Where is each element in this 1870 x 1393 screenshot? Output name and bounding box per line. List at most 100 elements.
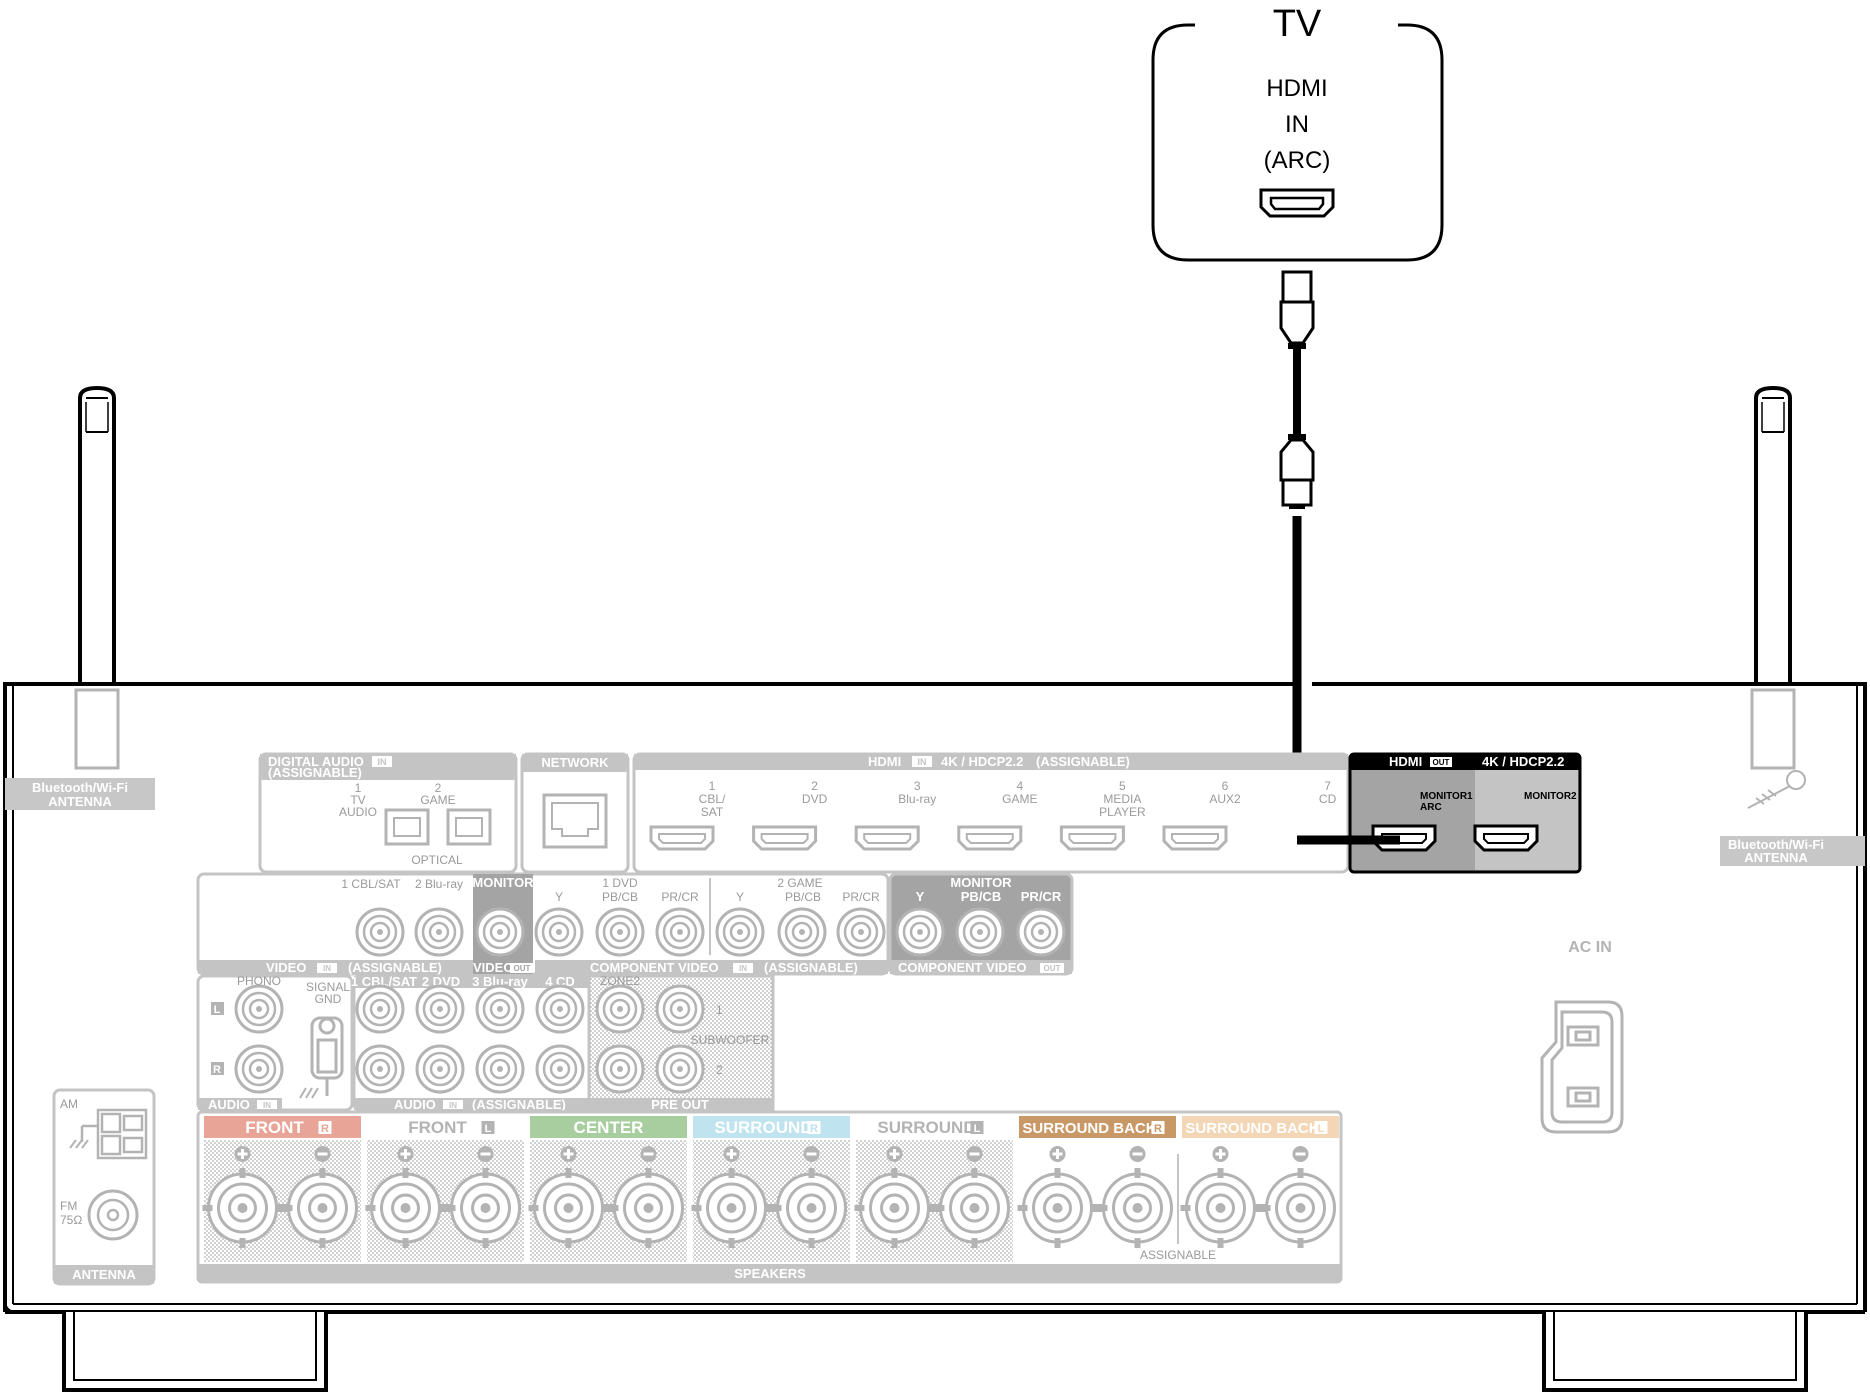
minus-icon — [1129, 1146, 1146, 1162]
digital-audio-panel: DIGITAL AUDIO IN IN (ASSIGNABLE) 1 TV AU… — [258, 752, 518, 874]
hdmi-in-jack[interactable] — [854, 825, 920, 851]
right-foot — [1542, 1312, 1808, 1392]
audio-in-4-r-jack[interactable] — [535, 1044, 585, 1094]
comp1-pb-jack[interactable] — [595, 907, 645, 957]
subwoofer-2-jack[interactable] — [655, 1044, 705, 1094]
component-out-footer: COMPONENT VIDEO — [898, 960, 1027, 975]
comp2-pr-jack[interactable] — [836, 907, 886, 957]
speaker-group-name: SURROUND BACK — [1185, 1120, 1319, 1137]
comp-out-pb-jack[interactable] — [955, 907, 1005, 957]
audio-in-2-r-jack[interactable] — [415, 1044, 465, 1094]
phono-r-label: R — [213, 1064, 221, 1076]
component-out-badge: OUT — [1044, 964, 1061, 973]
video-in-2-jack[interactable] — [414, 907, 464, 957]
left-foot — [62, 1312, 328, 1392]
hdmi-out-monitor2-port[interactable] — [1473, 824, 1539, 852]
hdmi-in-jack[interactable] — [1059, 825, 1125, 851]
phono-r-jack[interactable] — [234, 1044, 284, 1094]
subwoofer-2-label: 2 — [716, 1063, 723, 1077]
phono-l-jack[interactable] — [234, 984, 284, 1034]
comp-out-pr-jack[interactable] — [1016, 907, 1066, 957]
minus-icon — [477, 1146, 494, 1162]
component-out-panel: MONITOR Y PB/CB PR/CR COMPONENT VIDEO OU… — [888, 872, 1074, 976]
hdmi-in-port-label: AUX2 — [1209, 792, 1241, 806]
ac-inlet[interactable] — [1540, 1000, 1624, 1134]
video-panel: VIDEO IN (ASSIGNABLE) 1 CBL/SAT 2 Blu-ra… — [196, 872, 890, 976]
hdmi-in-jack[interactable] — [1162, 825, 1228, 851]
component-group-2: 2 GAME — [777, 876, 822, 890]
video-in-1-label: 1 CBL/SAT — [341, 877, 401, 891]
ethernet-port[interactable] — [542, 793, 608, 849]
plus-icon — [1212, 1146, 1229, 1162]
audio-assign-footer: AUDIO — [394, 1097, 436, 1112]
speaker-channel-letter: L — [485, 1123, 492, 1135]
subwoofer-1-jack[interactable] — [595, 1044, 645, 1094]
speaker-channel-letter: R — [810, 1123, 818, 1135]
comp-out-pr-label: PR/CR — [1021, 889, 1062, 904]
am-terminal[interactable] — [69, 1108, 148, 1160]
audio-in-3-label: 3 Blu-ray — [472, 974, 528, 989]
phono-label: PHONO — [237, 974, 281, 988]
fm-ohm-label: 75Ω — [60, 1213, 82, 1227]
signal-gnd-terminal[interactable] — [299, 1016, 344, 1099]
video-out-jack[interactable] — [475, 907, 525, 957]
hdmi-in-port-label-2: SAT — [701, 805, 724, 819]
digital-audio-header: DIGITAL AUDIO — [268, 754, 364, 769]
hdmi-in-port-label-2: PLAYER — [1099, 805, 1146, 819]
speaker-group-name: SURROUND — [877, 1118, 975, 1137]
video-in-1-jack[interactable] — [355, 907, 405, 957]
hdmi-in-port-number: 7 — [1324, 779, 1331, 793]
audio-in-2-l-jack[interactable] — [415, 984, 465, 1034]
audio-in-3-l-jack[interactable] — [475, 984, 525, 1034]
comp2-y-jack[interactable] — [715, 907, 765, 957]
minus-icon — [966, 1146, 983, 1162]
speaker-channel-letter: R — [321, 1123, 329, 1135]
comp-out-pb-label: PB/CB — [961, 889, 1001, 904]
optical-port-2[interactable] — [446, 808, 492, 846]
optical-2-number: 2 — [435, 781, 442, 795]
zone2-r-jack[interactable] — [655, 984, 705, 1034]
video-out-badge: OUT — [514, 964, 531, 973]
fm-label: FM — [60, 1199, 77, 1213]
left-antenna-label-2: ANTENNA — [48, 794, 112, 809]
hdmi-out-spec: 4K / HDCP2.2 — [1482, 754, 1564, 769]
audio-in-4-l-jack[interactable] — [535, 984, 585, 1034]
video-footer-in: IN — [323, 964, 331, 973]
hdmi-in-jack[interactable] — [957, 825, 1023, 851]
zone2-l-jack[interactable] — [595, 984, 645, 1034]
comp1-pr-jack[interactable] — [655, 907, 705, 957]
audio-in-1-r-jack[interactable] — [355, 1044, 405, 1094]
left-antenna: Bluetooth/Wi-Fi ANTENNA — [5, 385, 155, 810]
network-header: NETWORK — [541, 755, 609, 770]
hdmi-in-port-label: CD — [1319, 792, 1337, 806]
plus-icon — [560, 1146, 577, 1162]
speaker-header-bg — [530, 1116, 687, 1138]
tv-hdmi-port[interactable] — [1259, 188, 1335, 218]
ac-in: AC IN — [1540, 939, 1624, 1134]
digital-audio-in-text: IN — [378, 757, 387, 767]
speaker-channel-badge — [318, 1121, 332, 1134]
audio-in-1-l-jack[interactable] — [355, 984, 405, 1034]
speaker-group-3: CENTER — [527, 1116, 687, 1262]
hdmi-in-jack[interactable] — [752, 825, 818, 851]
comp-out-y-jack[interactable] — [895, 907, 945, 957]
comp1-y-jack[interactable] — [534, 907, 584, 957]
hdmi-in-jack[interactable] — [649, 825, 715, 851]
speaker-group-name: CENTER — [574, 1118, 644, 1137]
optical-port-1[interactable] — [384, 808, 430, 846]
hdmi-out-header: HDMI — [1389, 754, 1422, 769]
hdmi-in-port-label: DVD — [802, 792, 828, 806]
speakers-footer: SPEAKERS — [734, 1266, 806, 1281]
speaker-channel-badge — [1314, 1121, 1328, 1134]
fm-jack[interactable] — [87, 1189, 139, 1241]
audio-in-3-r-jack[interactable] — [475, 1044, 525, 1094]
comp2-pb-jack[interactable] — [777, 907, 827, 957]
